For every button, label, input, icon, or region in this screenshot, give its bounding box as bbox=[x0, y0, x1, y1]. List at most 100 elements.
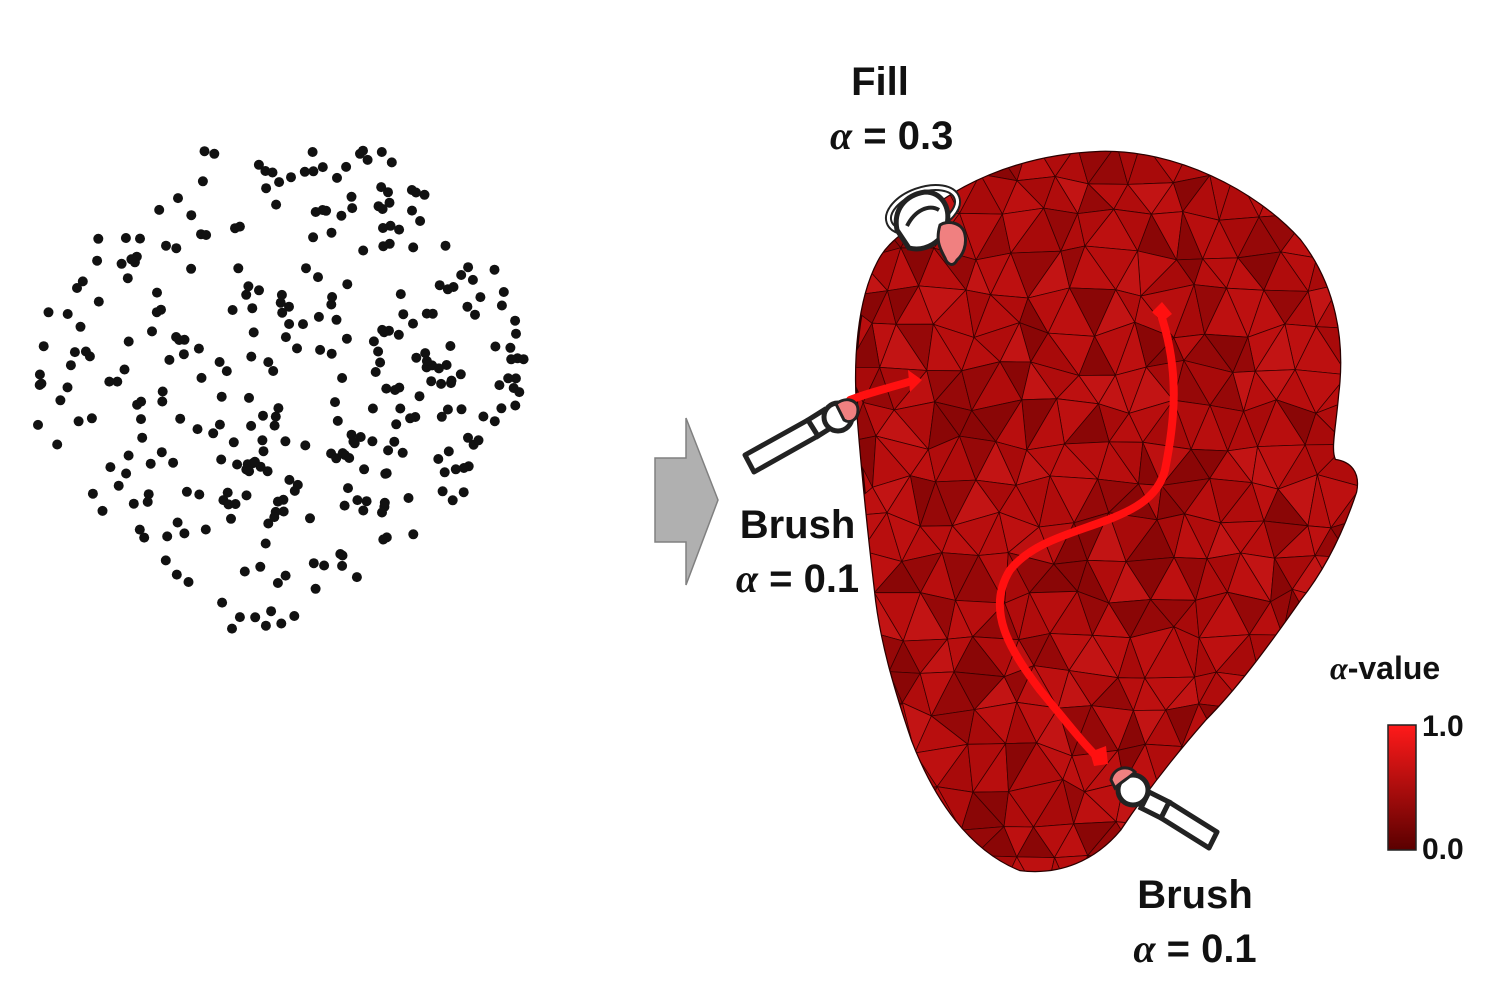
cloud-point bbox=[120, 233, 131, 243]
mesh-triangle bbox=[1354, 397, 1357, 442]
cloud-point bbox=[367, 403, 378, 414]
cloud-point bbox=[135, 233, 145, 244]
mesh-triangle bbox=[1365, 789, 1389, 825]
cloud-point bbox=[244, 466, 255, 477]
cloud-point bbox=[280, 332, 291, 343]
cloud-point bbox=[375, 357, 386, 368]
mesh-triangle bbox=[1136, 824, 1163, 857]
cloud-point bbox=[408, 318, 418, 329]
cloud-point bbox=[55, 395, 66, 406]
fill-tool-name: Fill bbox=[851, 60, 909, 104]
mesh-triangle bbox=[1287, 855, 1314, 871]
mesh-triangle bbox=[913, 858, 958, 871]
cloud-point bbox=[348, 436, 359, 447]
cloud-point bbox=[80, 346, 91, 357]
cloud-point bbox=[358, 505, 369, 516]
mesh-triangle bbox=[944, 855, 976, 871]
mesh-triangle bbox=[1236, 824, 1289, 864]
cloud-point bbox=[93, 233, 104, 244]
cloud-point bbox=[226, 513, 236, 524]
cloud-point bbox=[436, 378, 447, 389]
cloud-point bbox=[419, 189, 430, 200]
cloud-point bbox=[455, 369, 466, 380]
mesh-triangle bbox=[1301, 783, 1338, 827]
cloud-point bbox=[175, 413, 186, 424]
mesh-triangle bbox=[886, 859, 916, 871]
colorbar-title: α-value bbox=[1330, 652, 1440, 684]
cloud-point bbox=[367, 436, 378, 447]
cloud-point bbox=[123, 450, 134, 461]
cloud-point bbox=[274, 177, 285, 188]
cloud-point bbox=[128, 498, 139, 509]
cloud-point bbox=[183, 577, 194, 587]
cloud-point bbox=[510, 373, 521, 384]
cloud-point bbox=[227, 623, 237, 634]
mesh-triangle bbox=[956, 854, 996, 871]
cloud-point bbox=[380, 468, 391, 479]
mesh-triangle bbox=[1340, 246, 1357, 299]
cloud-point bbox=[308, 232, 319, 243]
cloud-point bbox=[362, 154, 373, 165]
mesh-triangle bbox=[1315, 151, 1356, 182]
brush-stroke-left bbox=[846, 370, 922, 404]
cloud-point bbox=[439, 467, 450, 478]
cloud-point bbox=[383, 445, 394, 456]
cloud-point bbox=[339, 500, 350, 511]
cloud-point bbox=[347, 203, 358, 214]
cloud-point bbox=[243, 281, 254, 292]
mesh-triangle bbox=[868, 701, 904, 747]
cloud-point bbox=[313, 311, 324, 322]
cloud-point bbox=[97, 505, 108, 516]
cloud-point bbox=[458, 487, 469, 498]
cloud-point bbox=[208, 428, 219, 439]
cloud-point bbox=[280, 436, 291, 447]
brush-bottom-label: Brush α = 0.1 bbox=[1120, 875, 1270, 969]
cloud-point bbox=[249, 456, 260, 467]
point-cloud bbox=[33, 145, 529, 634]
cloud-point bbox=[376, 182, 387, 193]
cloud-point bbox=[463, 432, 473, 443]
cloud-point bbox=[310, 583, 321, 594]
cloud-point bbox=[395, 289, 406, 300]
cloud-point bbox=[337, 560, 348, 571]
mesh-triangle bbox=[1240, 785, 1277, 826]
cloud-point bbox=[62, 382, 73, 393]
mesh-triangle bbox=[973, 855, 1018, 871]
cloud-point bbox=[201, 230, 212, 240]
mesh-triangle bbox=[873, 789, 921, 828]
cloud-point bbox=[386, 157, 397, 168]
cloud-point bbox=[284, 301, 294, 312]
fill-label: Fill α = 0.3 bbox=[830, 60, 953, 156]
cloud-point bbox=[171, 569, 182, 580]
mesh-triangle bbox=[1350, 218, 1357, 249]
mesh-triangle bbox=[1307, 742, 1332, 786]
cloud-point bbox=[33, 419, 43, 430]
mesh-triangle bbox=[1308, 212, 1348, 260]
cloud-point bbox=[346, 191, 357, 202]
cloud-point bbox=[420, 348, 431, 359]
paint-bucket-icon bbox=[884, 184, 967, 266]
mesh-triangle bbox=[1275, 173, 1317, 215]
cloud-point bbox=[52, 439, 63, 450]
cloud-point bbox=[301, 263, 311, 274]
cloud-point bbox=[336, 210, 347, 221]
mesh-triangle bbox=[1346, 397, 1357, 445]
cloud-point bbox=[199, 146, 210, 157]
cloud-point bbox=[489, 264, 500, 275]
cloud-point bbox=[247, 303, 258, 314]
mesh-triangle bbox=[856, 787, 875, 833]
cloud-point bbox=[411, 352, 422, 363]
mesh-triangle bbox=[1315, 171, 1356, 215]
cloud-point bbox=[161, 240, 171, 251]
mesh-triangle bbox=[1314, 555, 1351, 603]
cloud-point bbox=[326, 299, 337, 310]
mesh-triangle bbox=[1365, 298, 1390, 338]
cloud-point bbox=[370, 367, 381, 377]
cloud-point bbox=[292, 343, 302, 354]
mesh-triangle bbox=[1258, 173, 1311, 218]
cloud-point bbox=[317, 162, 328, 173]
mesh-triangle bbox=[1053, 855, 1089, 871]
cloud-point bbox=[172, 517, 183, 528]
cloud-point bbox=[258, 446, 269, 457]
cloud-point bbox=[368, 336, 379, 347]
